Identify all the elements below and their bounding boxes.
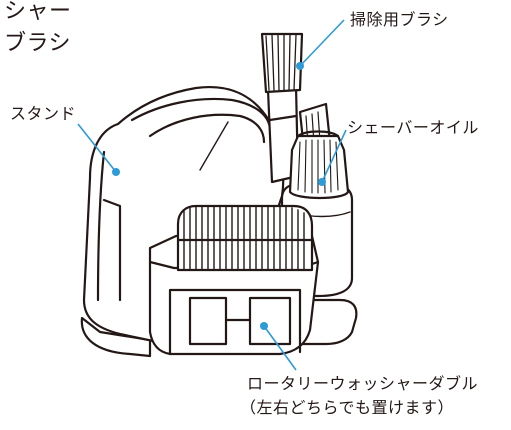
leader-oil: [321, 129, 347, 183]
title-line-1: シャー: [4, 0, 72, 24]
label-shaver-oil: シェーバーオイル: [347, 118, 479, 137]
title-line-2: ブラシ: [4, 31, 72, 56]
rotary-head: [176, 204, 314, 272]
stand-base: [80, 316, 152, 358]
label-rotary-note: （左右どちらでも置けます）: [240, 398, 455, 417]
oil-bottle-cap: [288, 134, 350, 200]
leader-brush: [299, 19, 345, 67]
leader-stand: [77, 123, 117, 173]
label-cleaning-brush: 掃除用ブラシ: [350, 10, 449, 29]
dot-rotary: [260, 322, 268, 330]
label-stand: スタンド: [10, 104, 77, 123]
dot-oil: [318, 178, 326, 186]
dot-brush: [296, 62, 304, 70]
label-rotary-washer: ロータリーウォッシャーダブル: [247, 374, 479, 393]
leader-rotary: [263, 325, 297, 371]
dot-stand: [112, 168, 120, 176]
